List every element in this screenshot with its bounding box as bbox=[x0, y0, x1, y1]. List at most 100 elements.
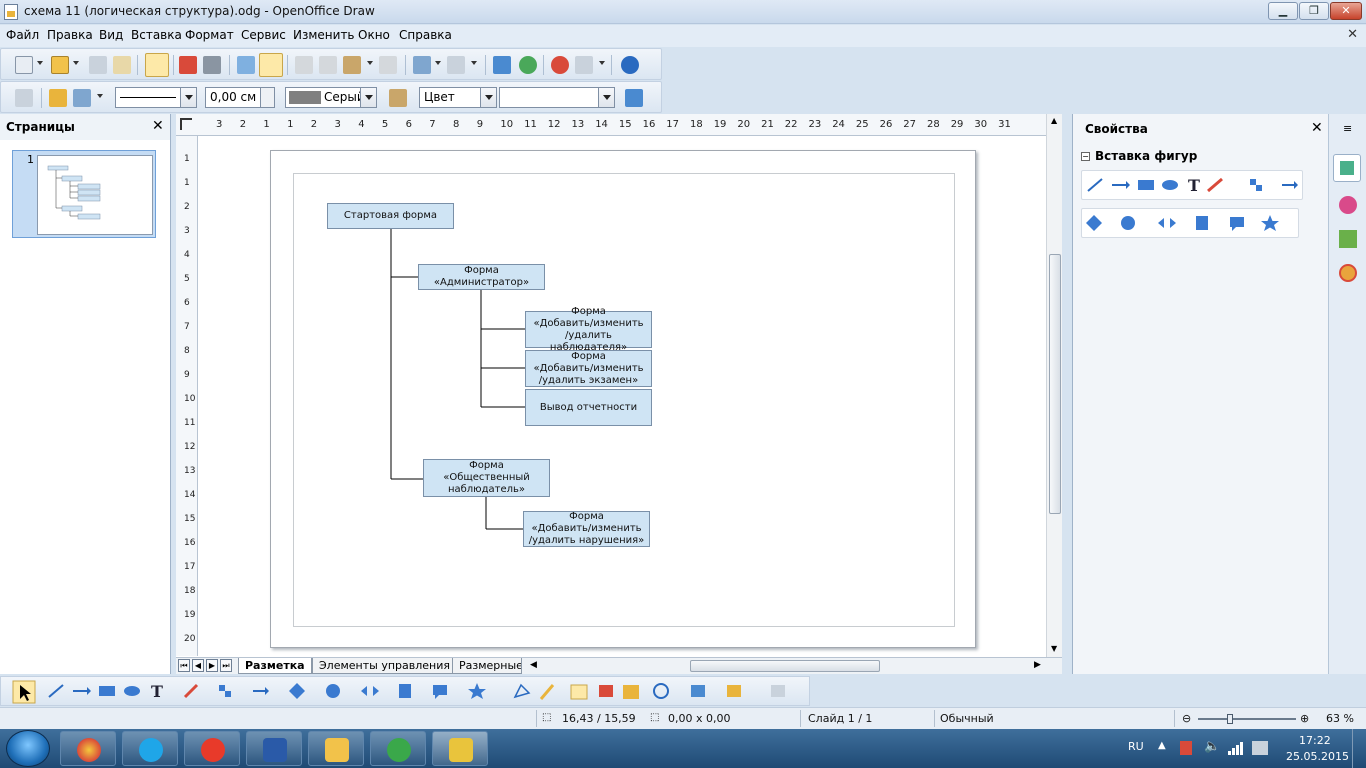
zoom-dropdown-arrow-icon[interactable] bbox=[599, 61, 605, 65]
page-thumbnail-item[interactable]: 1 bbox=[12, 150, 156, 238]
shadow-icon[interactable] bbox=[625, 89, 643, 107]
zoom-level[interactable]: 63 % bbox=[1326, 712, 1354, 725]
zoom-out-icon[interactable]: ⊖ bbox=[1182, 712, 1192, 725]
minimize-button[interactable]: ▁ bbox=[1268, 2, 1298, 20]
new-dropdown-arrow-icon[interactable] bbox=[37, 61, 43, 65]
drawing-page[interactable]: Стартовая форма Форма «Администратор» Фо… bbox=[270, 150, 976, 648]
line-width-field[interactable]: 0,00 см bbox=[205, 87, 275, 108]
close-button[interactable]: ✕ bbox=[1330, 2, 1362, 20]
taskbar-openoffice-button[interactable] bbox=[432, 731, 488, 766]
sidebar-menu-icon[interactable]: ≡ bbox=[1343, 122, 1353, 135]
fontwork-icon[interactable] bbox=[519, 56, 537, 74]
redo-dropdown-arrow-icon[interactable] bbox=[471, 61, 477, 65]
hscroll-left-icon[interactable]: ◀ bbox=[530, 660, 537, 670]
next-tab-icon[interactable]: ▶ bbox=[206, 659, 218, 672]
show-desktop-button[interactable] bbox=[1352, 729, 1366, 768]
node-start-form[interactable]: Стартовая форма bbox=[327, 203, 454, 229]
maximize-button[interactable]: ❐ bbox=[1299, 2, 1329, 20]
export-pdf-icon[interactable] bbox=[179, 56, 197, 74]
line-style-dropdown-button[interactable] bbox=[180, 88, 196, 107]
network-signal-icon[interactable] bbox=[1228, 741, 1244, 755]
clone-formatting-icon[interactable] bbox=[379, 56, 397, 74]
node-public-observer-form[interactable]: Форма «Общественный наблюдатель» bbox=[423, 459, 550, 497]
line-style-select[interactable] bbox=[115, 87, 197, 108]
menu-modify[interactable]: Изменить bbox=[293, 28, 355, 42]
menu-window[interactable]: Окно bbox=[358, 28, 390, 42]
cut-icon[interactable] bbox=[295, 56, 313, 74]
properties-tab-icon[interactable] bbox=[1333, 154, 1361, 182]
arrow-style-dropdown-arrow-icon[interactable] bbox=[97, 94, 103, 98]
menu-help[interactable]: Справка bbox=[399, 28, 452, 42]
clock-time[interactable]: 17:22 bbox=[1299, 734, 1331, 747]
node-exam-form[interactable]: Форма «Добавить/изменить /удалить экзаме… bbox=[525, 350, 652, 387]
volume-icon[interactable]: 🔈 bbox=[1204, 739, 1221, 754]
zoom-slider-knob[interactable] bbox=[1226, 714, 1233, 724]
area-style-dropdown-button[interactable] bbox=[480, 88, 496, 107]
close-document-icon[interactable]: ✕ bbox=[1347, 27, 1358, 42]
zoom-in-icon[interactable]: ⊕ bbox=[1300, 712, 1310, 725]
taskbar-explorer-button[interactable] bbox=[308, 731, 364, 766]
first-tab-icon[interactable]: ⏮ bbox=[178, 659, 190, 672]
node-violation-form[interactable]: Форма «Добавить/изменить /удалить наруше… bbox=[523, 511, 650, 547]
redo-icon[interactable] bbox=[447, 56, 465, 74]
autospellcheck-icon[interactable] bbox=[259, 53, 283, 77]
open-folder-icon[interactable] bbox=[51, 56, 69, 74]
menu-insert[interactable]: Вставка bbox=[131, 28, 182, 42]
tab-controls[interactable]: Элементы управления bbox=[312, 658, 457, 674]
taskbar-yandex-button[interactable] bbox=[184, 731, 240, 766]
menu-file[interactable]: Файл bbox=[6, 28, 40, 42]
email-icon[interactable] bbox=[113, 56, 131, 74]
taskbar-browser-button[interactable] bbox=[60, 731, 116, 766]
menu-view[interactable]: Вид bbox=[99, 28, 124, 42]
menu-edit[interactable]: Правка bbox=[47, 28, 93, 42]
line-color-select[interactable]: Серый bbox=[285, 87, 377, 108]
gallery-tab-icon[interactable] bbox=[1339, 230, 1357, 248]
node-observer-form[interactable]: Форма «Добавить/изменить /удалить наблюд… bbox=[525, 306, 652, 353]
vertical-scrollbar[interactable]: ▲ ▼ bbox=[1046, 114, 1062, 658]
chart-icon[interactable] bbox=[493, 56, 511, 74]
tray-battery-icon[interactable] bbox=[1252, 741, 1268, 755]
tab-layout[interactable]: Разметка bbox=[238, 658, 312, 674]
navigator-tab-icon[interactable] bbox=[1339, 264, 1357, 282]
clock-date[interactable]: 25.05.2015 bbox=[1286, 750, 1349, 763]
area-fill-dropdown-button[interactable] bbox=[598, 88, 614, 107]
zoom-icon[interactable] bbox=[575, 56, 593, 74]
undo-dropdown-arrow-icon[interactable] bbox=[435, 61, 441, 65]
line-icon[interactable] bbox=[49, 89, 67, 107]
draw-app-icon[interactable] bbox=[4, 4, 18, 20]
copy-icon[interactable] bbox=[319, 56, 337, 74]
arrow-style-icon[interactable] bbox=[73, 89, 91, 107]
node-admin-form[interactable]: Форма «Администратор» bbox=[418, 264, 545, 290]
taskbar-word-button[interactable] bbox=[246, 731, 302, 766]
edit-mode-icon[interactable] bbox=[145, 53, 169, 77]
area-icon[interactable] bbox=[389, 89, 407, 107]
line-width-spinner[interactable] bbox=[260, 88, 274, 107]
spellcheck-icon[interactable] bbox=[237, 56, 255, 74]
menu-tools[interactable]: Сервис bbox=[241, 28, 286, 42]
save-icon[interactable] bbox=[89, 56, 107, 74]
menu-format[interactable]: Формат bbox=[185, 28, 234, 42]
prev-tab-icon[interactable]: ◀ bbox=[192, 659, 204, 672]
scroll-down-icon[interactable]: ▼ bbox=[1051, 644, 1058, 653]
pages-panel-close-icon[interactable]: ✕ bbox=[152, 118, 164, 134]
line-color-dropdown-button[interactable] bbox=[360, 88, 376, 107]
help-icon[interactable] bbox=[621, 56, 639, 74]
tray-alert-icon[interactable] bbox=[1180, 741, 1192, 755]
hscroll-right-icon[interactable]: ▶ bbox=[1034, 660, 1041, 670]
tab-dimension-lines[interactable]: Размерные bbox=[452, 658, 522, 674]
horizontal-scroll-thumb[interactable] bbox=[690, 660, 880, 672]
page-thumbnail[interactable] bbox=[37, 155, 153, 235]
styles-tab-icon[interactable] bbox=[1339, 196, 1357, 214]
language-indicator[interactable]: RU bbox=[1128, 740, 1144, 753]
area-style-select[interactable]: Цвет bbox=[419, 87, 497, 108]
paste-dropdown-arrow-icon[interactable] bbox=[367, 61, 373, 65]
area-fill-select[interactable] bbox=[499, 87, 615, 108]
taskbar-network-button[interactable] bbox=[370, 731, 426, 766]
paste-icon[interactable] bbox=[343, 56, 361, 74]
styles-icon[interactable] bbox=[15, 89, 33, 107]
scroll-up-icon[interactable]: ▲ bbox=[1051, 116, 1058, 125]
last-tab-icon[interactable]: ⏭ bbox=[220, 659, 232, 672]
print-icon[interactable] bbox=[203, 56, 221, 74]
